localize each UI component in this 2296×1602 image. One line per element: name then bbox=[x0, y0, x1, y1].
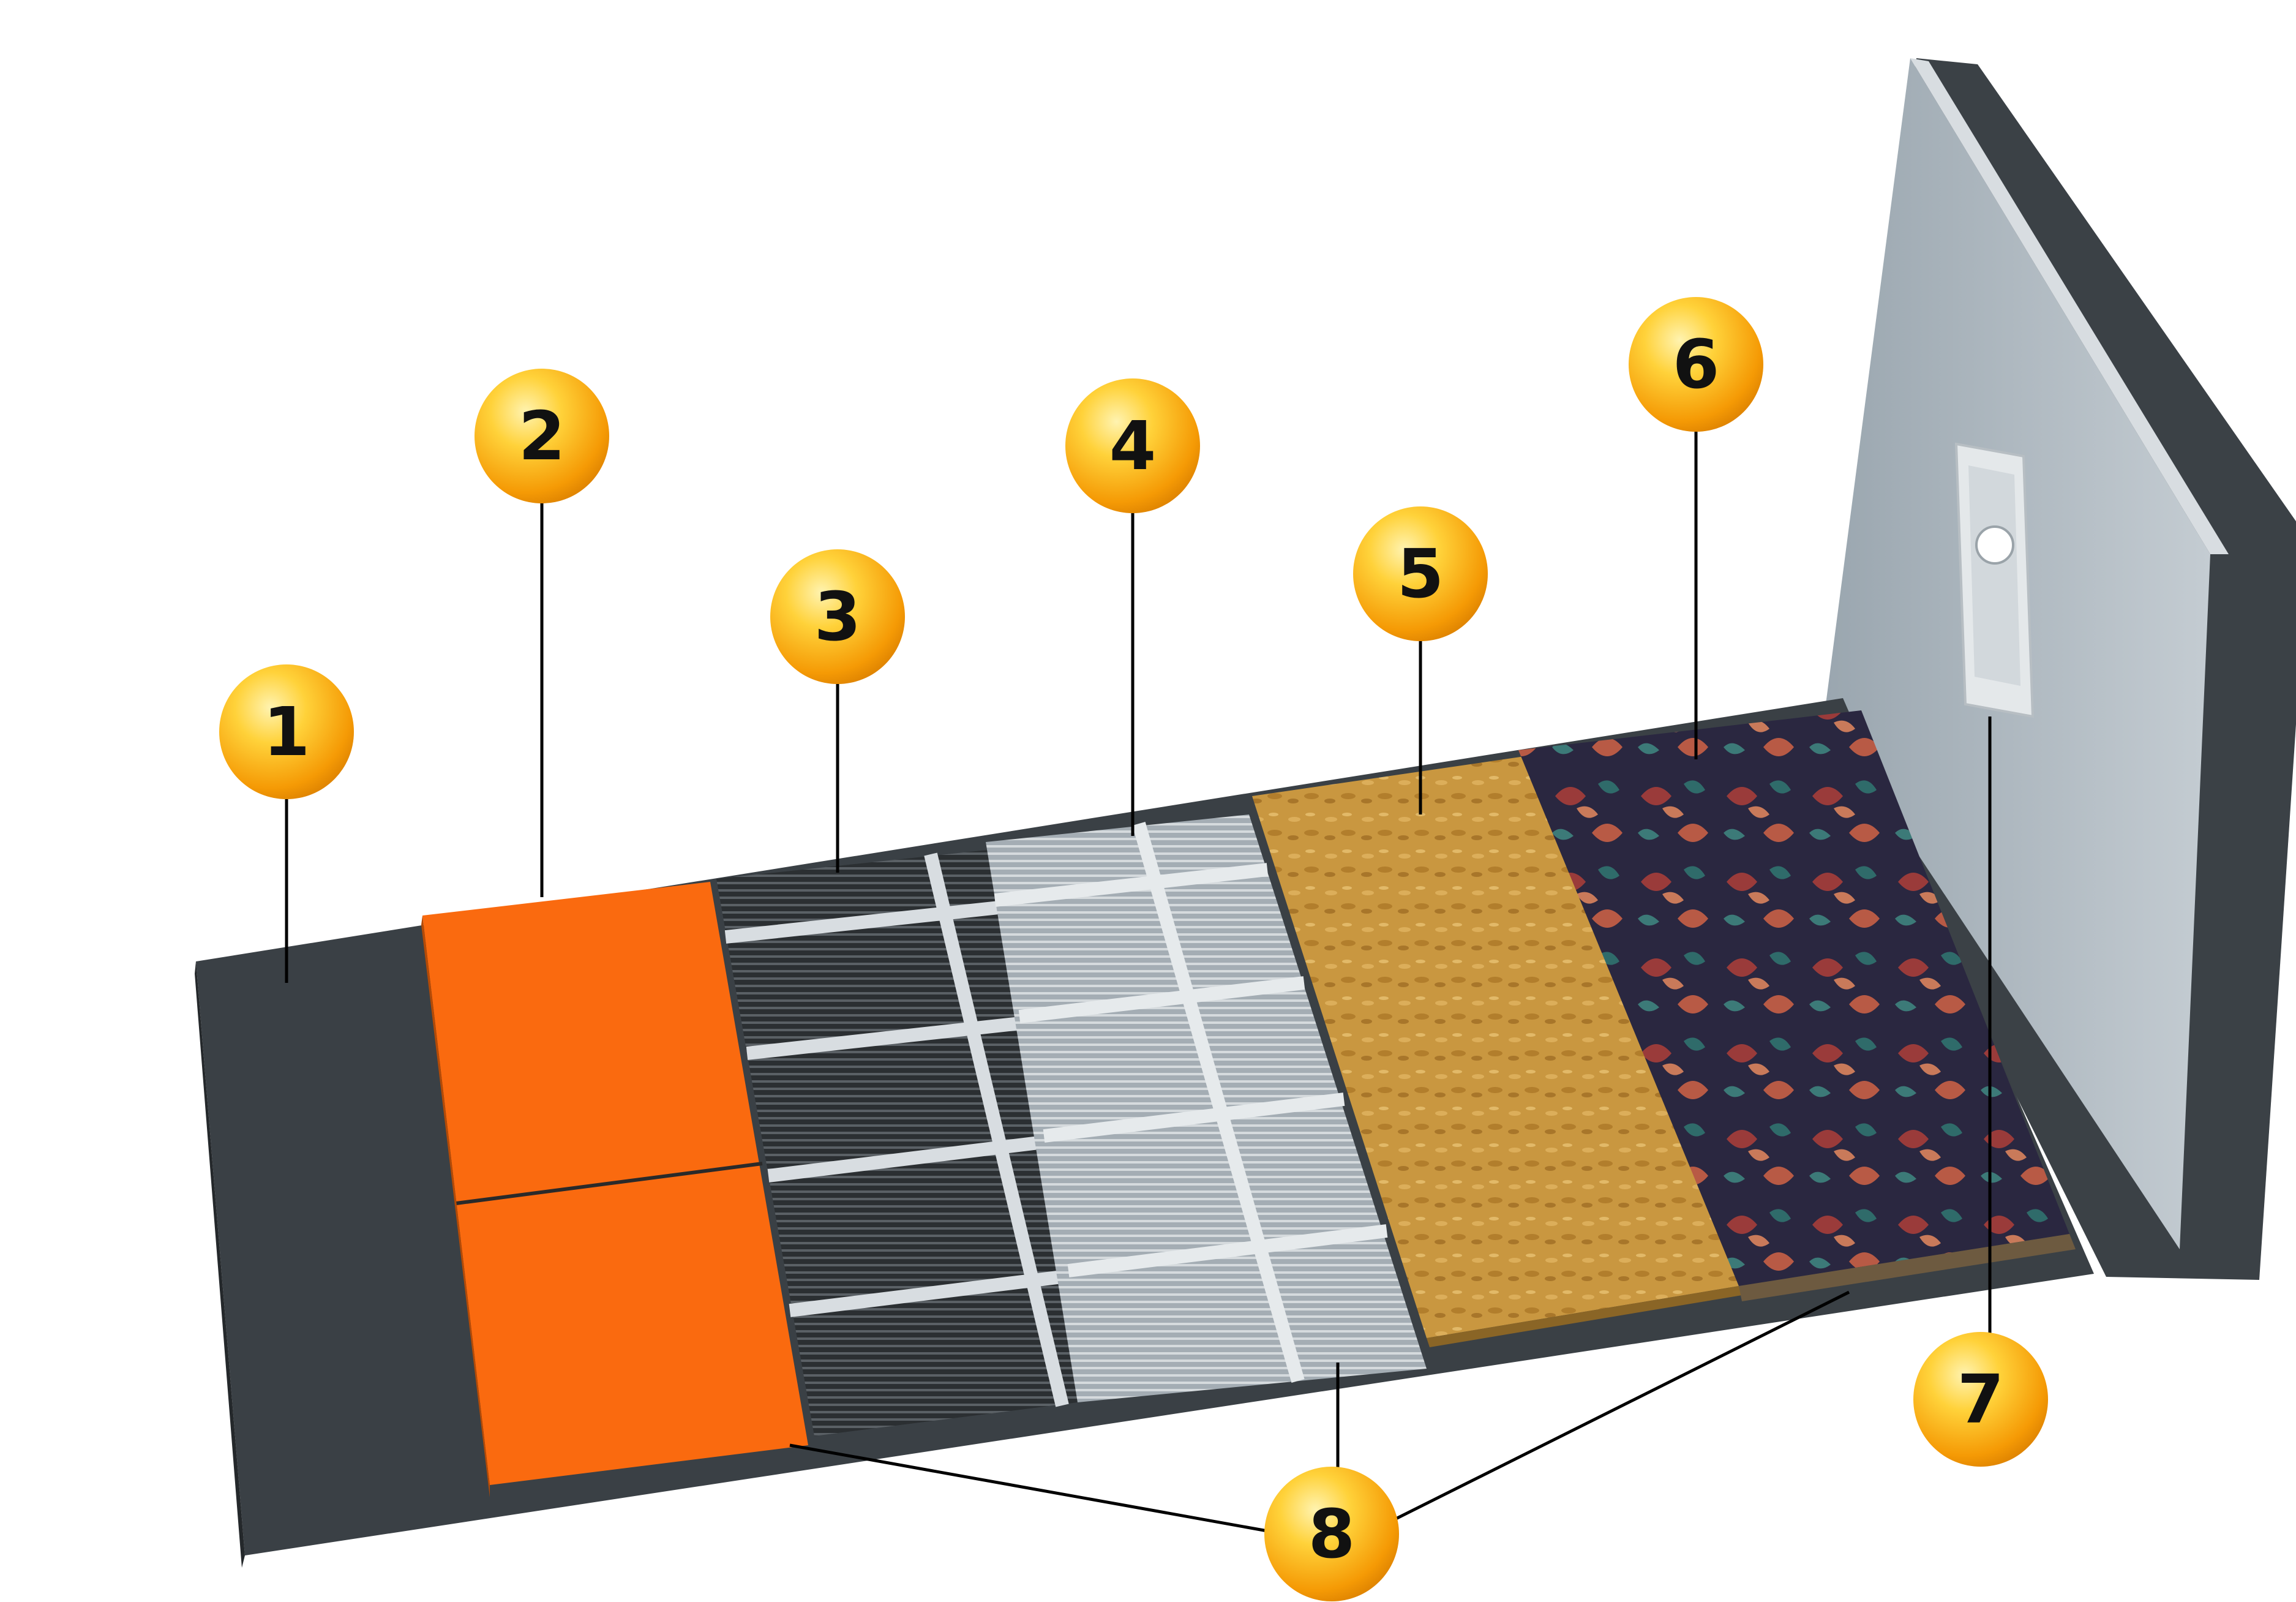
callout-6: 6 bbox=[1629, 297, 1763, 432]
callout-2: 2 bbox=[475, 369, 609, 503]
callout-3-label: 3 bbox=[814, 577, 861, 656]
callout-8-label: 8 bbox=[1308, 1495, 1356, 1573]
callout-5-label: 5 bbox=[1397, 535, 1444, 613]
callout-1: 1 bbox=[219, 664, 354, 799]
callout-4: 4 bbox=[1065, 378, 1200, 513]
heating-film-dark bbox=[716, 848, 1078, 1436]
osb-board bbox=[1252, 756, 1742, 1347]
leader-lines bbox=[285, 432, 1992, 1533]
leader-8-left bbox=[789, 1443, 1268, 1533]
callout-7-label: 7 bbox=[1957, 1360, 2005, 1438]
callout-3: 3 bbox=[770, 549, 905, 684]
callout-8: 8 bbox=[1264, 1467, 1399, 1601]
callout-6-label: 6 bbox=[1673, 325, 1720, 404]
leader-8-right bbox=[1395, 1290, 1850, 1521]
callout-7: 7 bbox=[1913, 1332, 2048, 1467]
callout-1-label: 1 bbox=[263, 693, 310, 771]
reflective-insulation bbox=[421, 882, 808, 1497]
callout-2-label: 2 bbox=[519, 397, 566, 475]
thermostat-icon bbox=[1954, 442, 2035, 718]
callout-4-label: 4 bbox=[1109, 407, 1157, 485]
heating-film-light bbox=[986, 814, 1427, 1402]
callout-5: 5 bbox=[1353, 506, 1488, 641]
